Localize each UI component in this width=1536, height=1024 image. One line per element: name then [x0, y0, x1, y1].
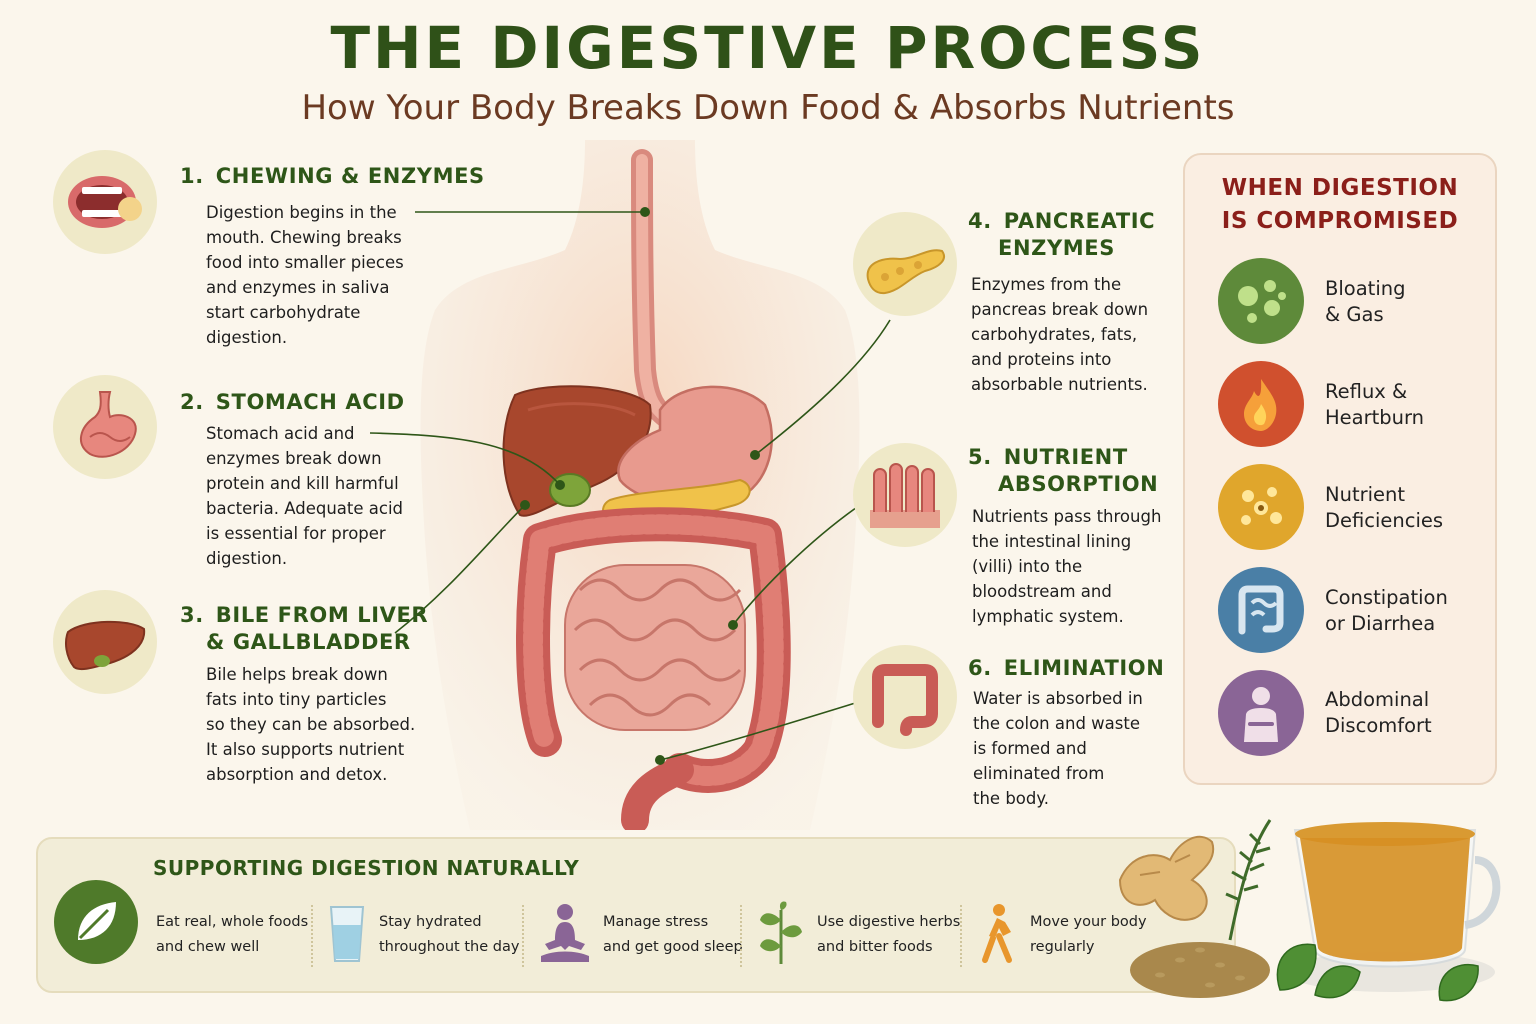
step-6-title: 6.ELIMINATION — [968, 656, 1165, 680]
mint-leaves — [1276, 943, 1479, 1002]
gallbladder — [549, 473, 591, 507]
step-1-title: 1.CHEWING & ENZYMES — [180, 164, 485, 188]
step-5-title: 5.NUTRIENT ABSORPTION — [968, 445, 1159, 496]
step-3-title: 3.BILE FROM LIVER & GALLBLADDER — [180, 603, 429, 654]
leaf-icon — [54, 880, 138, 964]
compromised-item-reflux: Reflux &Heartburn — [1325, 380, 1425, 429]
water-glass-icon — [329, 906, 365, 962]
particles-icon — [1218, 464, 1304, 550]
mouth-icon — [53, 150, 157, 254]
stomach-icon — [53, 375, 157, 479]
walking-person-icon — [982, 904, 1012, 963]
digestive-system-illustration — [420, 140, 860, 830]
colon-icon — [853, 645, 957, 749]
support-title: SUPPORTING DIGESTION NATURALLY — [153, 856, 580, 880]
seed-pile — [1130, 942, 1270, 998]
flame-icon — [1218, 361, 1304, 447]
support-panel — [36, 837, 1236, 993]
step-4-title: 4.PANCREATIC ENZYMES — [968, 209, 1156, 260]
small-intestine — [564, 564, 746, 731]
compromised-item-bloating: Bloating& Gas — [1325, 277, 1406, 326]
page-subtitle: How Your Body Breaks Down Food & Absorbs… — [301, 88, 1235, 128]
intestine-icon — [1218, 567, 1304, 653]
support-divider — [740, 905, 742, 967]
meditation-icon — [541, 904, 589, 962]
person-abdomen-icon — [1218, 670, 1304, 756]
step-2-title: 2.STOMACH ACID — [180, 390, 405, 414]
villi-icon — [853, 443, 957, 547]
liver-icon — [53, 590, 157, 694]
rosemary-sprig — [1225, 819, 1272, 941]
support-divider — [311, 905, 313, 967]
page-title: THE DIGESTIVE PROCESS — [330, 14, 1206, 82]
herb-sprout-icon — [760, 901, 802, 964]
support-divider — [960, 905, 962, 967]
rectum — [621, 756, 694, 830]
bubbles-icon — [1218, 258, 1304, 344]
pancreas-icon — [853, 212, 957, 316]
support-divider — [522, 905, 524, 967]
tea-and-herbs-illustration — [1118, 819, 1501, 1002]
ginger-root — [1118, 835, 1215, 921]
